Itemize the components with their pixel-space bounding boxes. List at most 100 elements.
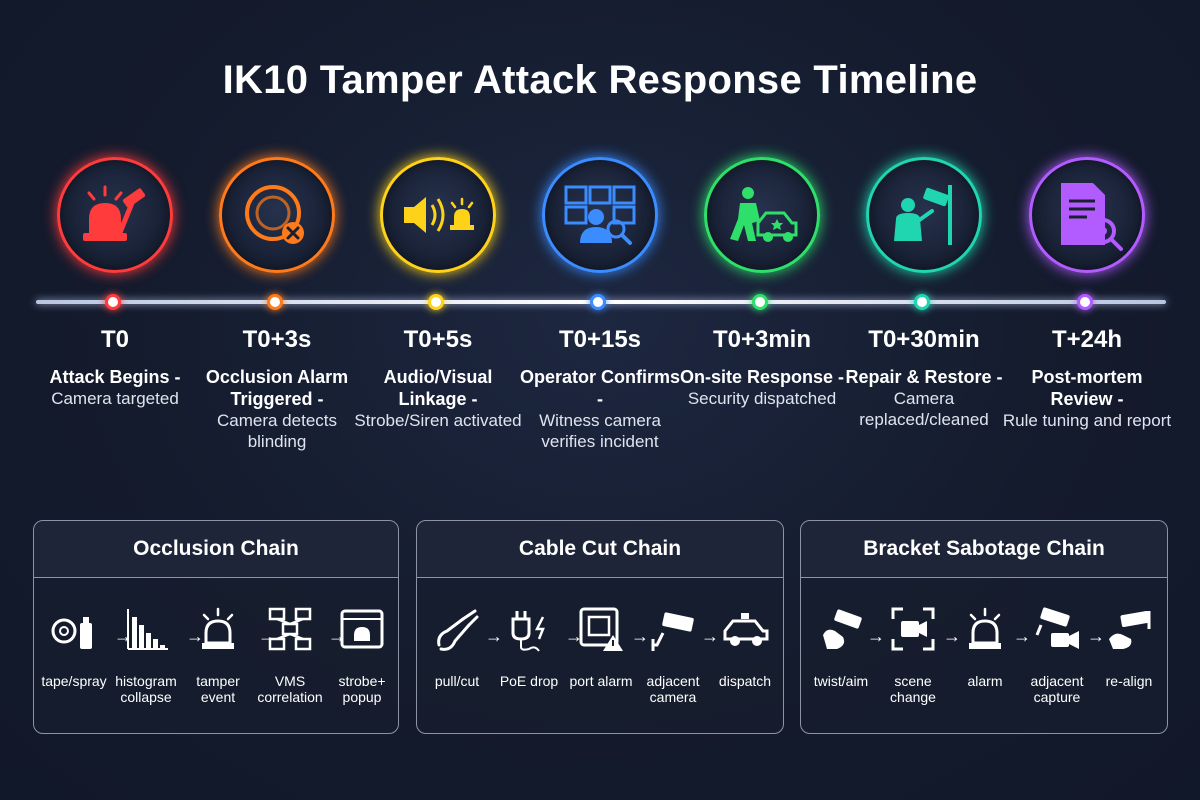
timeline-stage-t0: T0 Attack Begins -Camera targeted [30, 0, 200, 470]
chain-step-label: pull/cut [434, 673, 480, 689]
chain-step-label: adjacent capture [1030, 673, 1084, 705]
stage-event-detail: Security dispatched [687, 389, 837, 408]
stage-event-detail: Camera replaced/cleaned [859, 389, 989, 429]
chain-step: adjacent capture [1021, 605, 1093, 705]
stage-time: T0+30min [868, 326, 980, 353]
stage-event-title: Post-mortem Review - [1031, 367, 1143, 409]
chain-arrow: → [1013, 626, 1031, 646]
stage-time: T0+15s [558, 326, 642, 353]
plug-icon [511, 611, 545, 652]
stage-event: On-site Response - Security dispatched [677, 366, 847, 409]
stage-event-title: Occlusion Alarm Triggered - [205, 367, 349, 409]
chain-step-label: PoE drop [499, 673, 559, 689]
stage-icon-ring [380, 157, 496, 273]
chain-step: pull/cut [421, 605, 493, 689]
cctv-icon [651, 612, 694, 651]
chain-step: dispatch [709, 605, 781, 689]
panel-title: Occlusion Chain [34, 521, 398, 578]
popup-alarm-icon [340, 609, 384, 649]
stage-icon-ring [542, 157, 658, 273]
timeline-node [914, 294, 930, 310]
chain-step-label: dispatch [718, 673, 772, 689]
timeline-stage-t0-3s: T0+3s Occlusion Alarm Triggered -Camera … [192, 0, 362, 470]
timeline-stage-t0-30min: T0+30min Repair & Restore -Camera replac… [839, 0, 1009, 470]
chain-step: alarm [949, 605, 1021, 689]
stage-event: Post-mortem Review -Rule tuning and repo… [1002, 366, 1172, 431]
chain-step: port alarm [565, 605, 637, 689]
stage-event-title: Repair & Restore - [845, 367, 1003, 387]
chain-step-label: port alarm [569, 673, 633, 689]
stage-time: T0+3min [712, 326, 812, 353]
chain-arrow: → [631, 626, 649, 646]
stage-time: T+24h [1051, 326, 1123, 353]
report-gear-icon [1061, 183, 1123, 251]
chain-step-label: tape/spray [41, 673, 107, 689]
realign-camera-icon [1109, 610, 1151, 649]
stage-event-title: Operator Confirms - [519, 367, 681, 409]
timeline-node [752, 294, 768, 310]
chain-step-label: adjacent camera [646, 673, 700, 705]
timeline-node [1077, 294, 1093, 310]
cable-cut-chain-panel: Cable Cut Chain pull/cut → PoE drop → po… [416, 520, 784, 734]
stage-event: Repair & Restore -Camera replaced/cleane… [839, 366, 1009, 430]
page-title: IK10 Tamper Attack Response Timeline [222, 58, 978, 102]
stage-event-title: On-site Response - [679, 367, 845, 387]
chain-arrow: → [258, 626, 276, 646]
stage-event-detail: Strobe/Siren activated [354, 411, 522, 430]
chain-step: tamper event [182, 605, 254, 705]
timeline-stage-t-24h: T+24h Post-mortem Review -Rule tuning an… [1002, 0, 1172, 470]
hand-camera-icon [823, 609, 862, 649]
timeline-node [105, 294, 121, 310]
stage-icon-ring [866, 157, 982, 273]
guard-car-icon [730, 187, 798, 242]
chain-step: tape/spray [38, 605, 110, 689]
chain-arrow: → [565, 626, 583, 646]
stage-event: Occlusion Alarm Triggered -Camera detect… [192, 366, 362, 452]
chain-step: twist/aim [805, 605, 877, 689]
chain-step: histogram collapse [110, 605, 182, 705]
stage-event-title: Audio/Visual Linkage - [383, 367, 493, 409]
chain-step: scene change [877, 605, 949, 705]
alarm-light-icon [969, 607, 1001, 649]
chain-step-label: re-align [1105, 673, 1153, 689]
timeline-node [428, 294, 444, 310]
chain-step-label: scene change [890, 673, 936, 705]
chain-step: PoE drop [493, 605, 565, 689]
chain-step: adjacent camera [637, 605, 709, 705]
timeline-stage-t0-5s: T0+5s Audio/Visual Linkage -Strobe/Siren… [353, 0, 523, 470]
chain-steps: pull/cut → PoE drop → port alarm → adjac… [417, 605, 783, 725]
chain-step: re-align [1093, 605, 1165, 689]
stage-event-detail: Camera detects blinding [217, 411, 337, 451]
bracket-sabotage-chain-panel: Bracket Sabotage Chain twist/aim → scene… [800, 520, 1168, 734]
chain-arrow: → [867, 626, 885, 646]
histogram-icon [127, 609, 168, 650]
lens-blocked-icon [245, 185, 304, 244]
timeline-node [590, 294, 606, 310]
port-warning-icon [579, 607, 623, 651]
stage-icon-ring [219, 157, 335, 273]
chain-arrow: → [701, 626, 719, 646]
chain-arrow: → [186, 626, 204, 646]
panel-title: Bracket Sabotage Chain [801, 521, 1167, 578]
chain-step-label: tamper event [196, 673, 240, 705]
panel-title: Cable Cut Chain [417, 521, 783, 578]
chain-step-label: alarm [967, 673, 1003, 689]
timeline-stage-t0-3min: T0+3min On-site Response - Security dispa… [677, 0, 847, 470]
scene-frame-icon [891, 607, 935, 651]
occlusion-chain-panel: Occlusion Chain tape/spray → histogram c… [33, 520, 399, 734]
chain-step: strobe+ popup [326, 605, 398, 705]
tape-spray-icon [51, 617, 92, 649]
stage-event: Operator Confirms -Witness camera verifi… [515, 366, 685, 452]
police-car-icon [723, 613, 769, 646]
cutter-icon [437, 609, 479, 651]
alarm-light-icon [202, 607, 234, 649]
timeline-node [267, 294, 283, 310]
technician-camera-icon [894, 185, 952, 245]
stage-event: Audio/Visual Linkage - Strobe/Siren activ… [353, 366, 523, 431]
chain-steps: tape/spray → histogram collapse → tamper… [34, 605, 398, 725]
operator-monitors-icon [564, 185, 636, 245]
siren-hammer-icon [83, 185, 146, 241]
chain-arrow: → [485, 626, 503, 646]
stage-icon-ring [704, 157, 820, 273]
chain-steps: twist/aim → scene change → alarm → adjac… [801, 605, 1167, 725]
